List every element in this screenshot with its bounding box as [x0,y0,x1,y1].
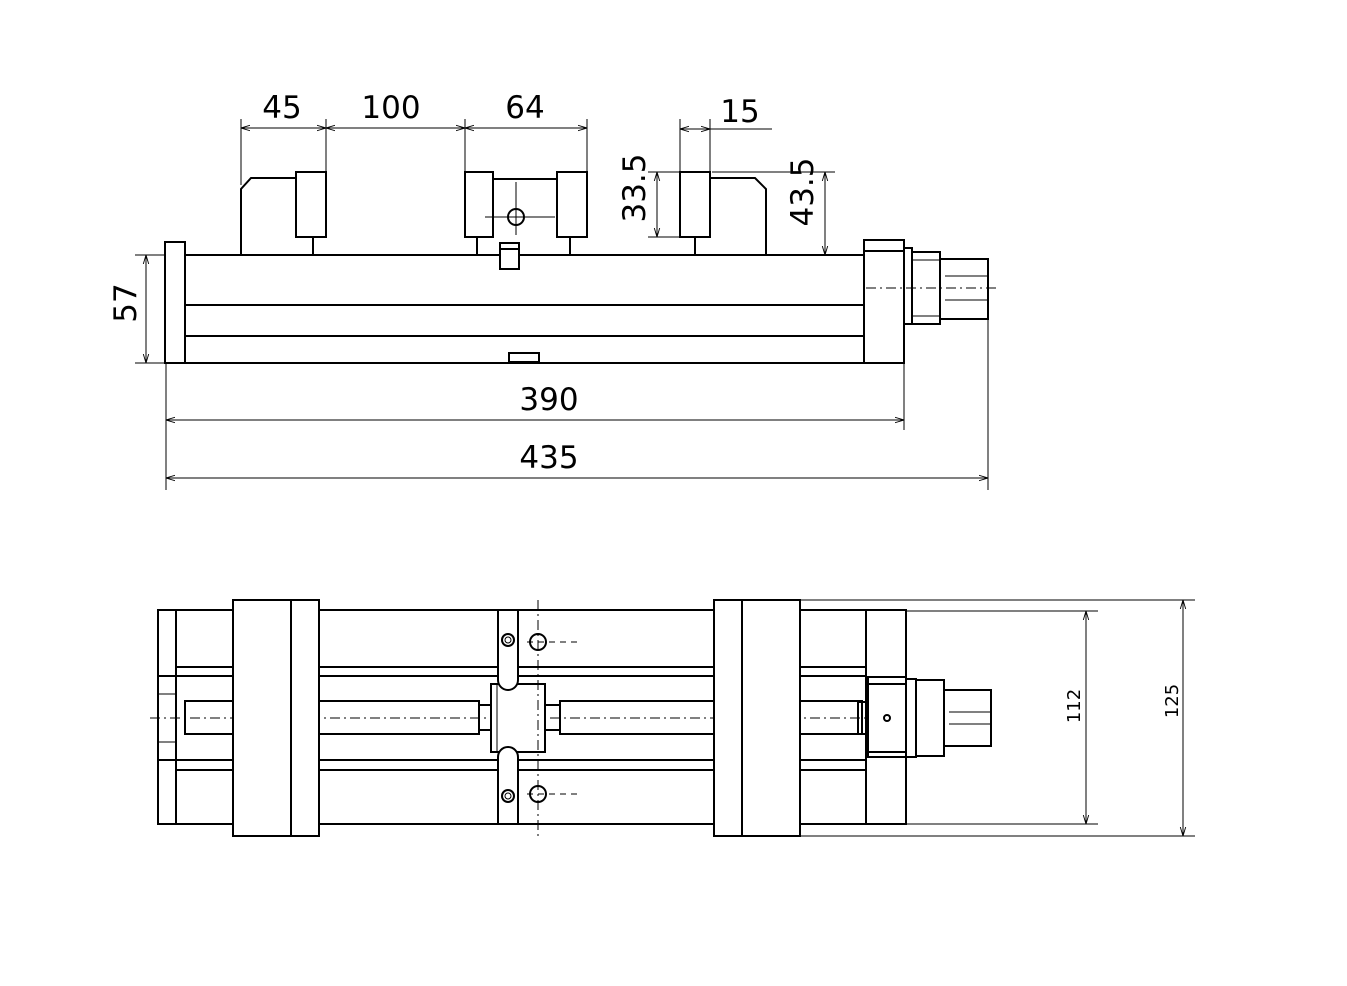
side-height-dimensions [648,171,840,256]
top-center-carriage [490,600,582,836]
dim-33-5: 33.5 [617,153,653,222]
side-top-dimensions [240,119,772,185]
dim-45: 45 [262,90,301,126]
dim-64: 64 [505,90,544,126]
dim-125: 125 [1162,684,1183,718]
side-left-jaw [240,171,327,255]
dim-390: 390 [519,382,578,418]
top-view: 112 125 [150,599,1195,837]
top-right-jaw [713,599,801,837]
side-57-dimension [135,254,165,364]
dim-43-5: 43.5 [785,157,821,226]
side-length-dimensions [165,319,989,490]
side-body [164,239,1000,364]
top-width-dimensions [800,599,1195,837]
dim-15: 15 [720,94,759,130]
dim-100: 100 [361,90,420,126]
top-left-jaw [232,599,320,837]
side-center-carriage [464,171,588,255]
side-view: 45 100 64 15 33.5 43.5 57 390 435 [108,90,1000,490]
dim-435: 435 [519,440,578,476]
dim-112: 112 [1064,689,1085,723]
side-right-jaw [679,171,767,255]
dim-57: 57 [108,283,144,322]
top-motor-end [867,676,992,758]
